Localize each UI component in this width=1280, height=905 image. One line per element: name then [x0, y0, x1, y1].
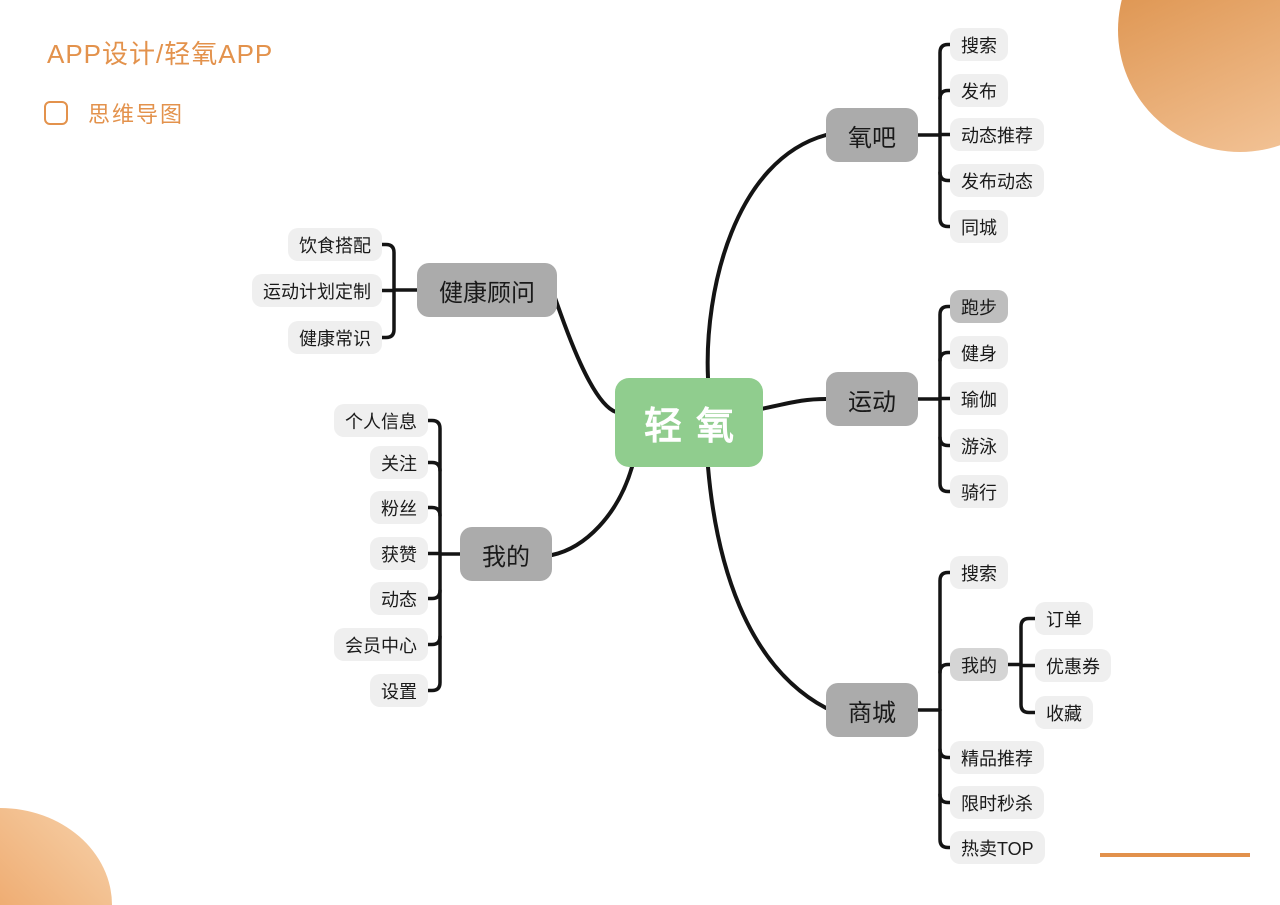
root-node-qingyang[interactable]: 轻氧 — [615, 378, 763, 467]
leaf-node[interactable]: 设置 — [370, 674, 428, 707]
leaf-node[interactable]: 个人信息 — [334, 404, 428, 437]
leaf-node[interactable]: 精品推荐 — [950, 741, 1044, 774]
leaf-node[interactable]: 会员中心 — [334, 628, 428, 661]
leaf-node[interactable]: 同城 — [950, 210, 1008, 243]
branch-node-oxygen-bar[interactable]: 氧吧 — [826, 108, 918, 162]
leaf-node[interactable]: 健康常识 — [288, 321, 382, 354]
leaf-node[interactable]: 运动计划定制 — [252, 274, 382, 307]
leaf-node[interactable]: 骑行 — [950, 475, 1008, 508]
leaf-node[interactable]: 跑步 — [950, 290, 1008, 323]
square-outline-icon — [44, 101, 68, 125]
leaf-node[interactable]: 发布 — [950, 74, 1008, 107]
leaf-node[interactable]: 搜索 — [950, 28, 1008, 61]
leaf-node[interactable]: 获赞 — [370, 537, 428, 570]
branch-node-health-advisor[interactable]: 健康顾问 — [417, 263, 557, 317]
leaf-node[interactable]: 限时秒杀 — [950, 786, 1044, 819]
leaf-node[interactable]: 饮食搭配 — [288, 228, 382, 261]
leaf-node[interactable]: 热卖TOP — [950, 831, 1045, 864]
page-title: APP设计/轻氧APP — [47, 39, 274, 69]
leaf-node[interactable]: 游泳 — [950, 429, 1008, 462]
section-label: 思维导图 — [88, 102, 185, 127]
decorative-line-bottom-right — [1100, 853, 1250, 857]
leaf-node[interactable]: 关注 — [370, 446, 428, 479]
leaf-node[interactable]: 瑜伽 — [950, 382, 1008, 415]
section-header: 思维导图 — [44, 97, 184, 129]
leaf-node[interactable]: 收藏 — [1035, 696, 1093, 729]
leaf-node[interactable]: 健身 — [950, 336, 1008, 369]
leaf-node[interactable]: 优惠券 — [1035, 649, 1111, 682]
leaf-node[interactable]: 发布动态 — [950, 164, 1044, 197]
leaf-node[interactable]: 粉丝 — [370, 491, 428, 524]
branch-node-mall[interactable]: 商城 — [826, 683, 918, 737]
leaf-node[interactable]: 动态 — [370, 582, 428, 615]
branch-node-profile[interactable]: 我的 — [460, 527, 552, 581]
subbranch-node-mall-mine[interactable]: 我的 — [950, 648, 1008, 681]
leaf-node[interactable]: 搜索 — [950, 556, 1008, 589]
leaf-node[interactable]: 动态推荐 — [950, 118, 1044, 151]
branch-node-sports[interactable]: 运动 — [826, 372, 918, 426]
leaf-node[interactable]: 订单 — [1035, 602, 1093, 635]
